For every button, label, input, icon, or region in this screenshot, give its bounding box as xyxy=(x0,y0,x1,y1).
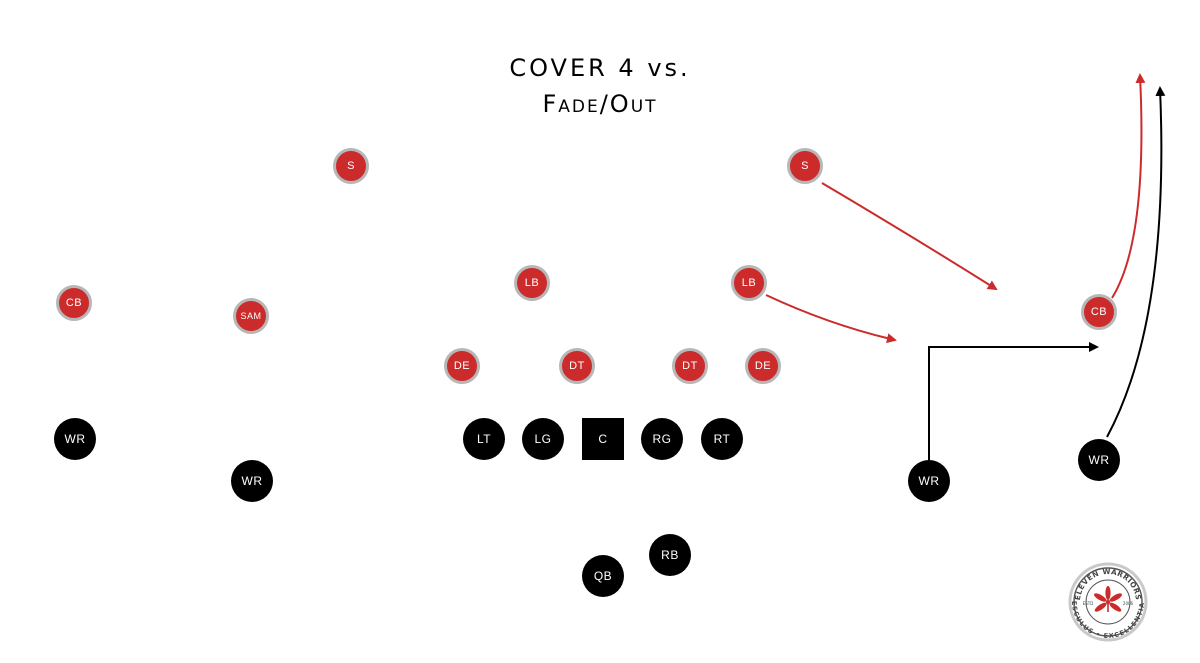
linebacker-coverage-arrow xyxy=(765,294,897,344)
defense-sam-linebacker: SAM xyxy=(233,298,269,334)
safety-coverage-arrow xyxy=(821,182,998,291)
svg-text:ESTD: ESTD xyxy=(1083,601,1094,606)
diagram-title: COVER 4 vs. Fade/Out xyxy=(0,50,1200,122)
defense-safety-right: S xyxy=(787,148,823,184)
offense-running-back: RB xyxy=(649,534,691,576)
offense-right-guard: RG xyxy=(641,418,683,460)
defense-cornerback-right: CB xyxy=(1081,294,1117,330)
svg-text:2006: 2006 xyxy=(1123,601,1134,606)
title-line-1: COVER 4 vs. xyxy=(509,54,691,82)
eleven-warriors-logo: ELEVEN WARRIORS AESCULUS • EXCELLENTIAM … xyxy=(1068,562,1148,642)
cornerback-coverage-arrow xyxy=(1111,73,1146,299)
offense-right-tackle: RT xyxy=(701,418,743,460)
defense-linebacker-left: LB xyxy=(514,265,550,301)
offense-quarterback: QB xyxy=(582,555,624,597)
offense-center: C xyxy=(582,418,624,460)
offense-left-tackle: LT xyxy=(463,418,505,460)
fade-route-arrow xyxy=(1106,86,1166,438)
defense-cornerback-left: CB xyxy=(56,285,92,321)
offense-receiver-right-slot: WR xyxy=(908,460,950,502)
offense-receiver-far-left: WR xyxy=(54,418,96,460)
defense-tackle-left: DT xyxy=(559,348,595,384)
defense-end-left: DE xyxy=(444,348,480,384)
defense-tackle-right: DT xyxy=(672,348,708,384)
defense-linebacker-right: LB xyxy=(731,265,767,301)
defense-safety-left: S xyxy=(333,148,369,184)
defense-end-right: DE xyxy=(745,348,781,384)
offense-receiver-far-right: WR xyxy=(1078,439,1120,481)
offense-receiver-left-slot: WR xyxy=(231,460,273,502)
offense-left-guard: LG xyxy=(522,418,564,460)
out-route-arrow xyxy=(928,342,1099,462)
buckeye-leaf-icon xyxy=(1094,586,1122,612)
title-line-2: Fade/Out xyxy=(542,90,658,118)
